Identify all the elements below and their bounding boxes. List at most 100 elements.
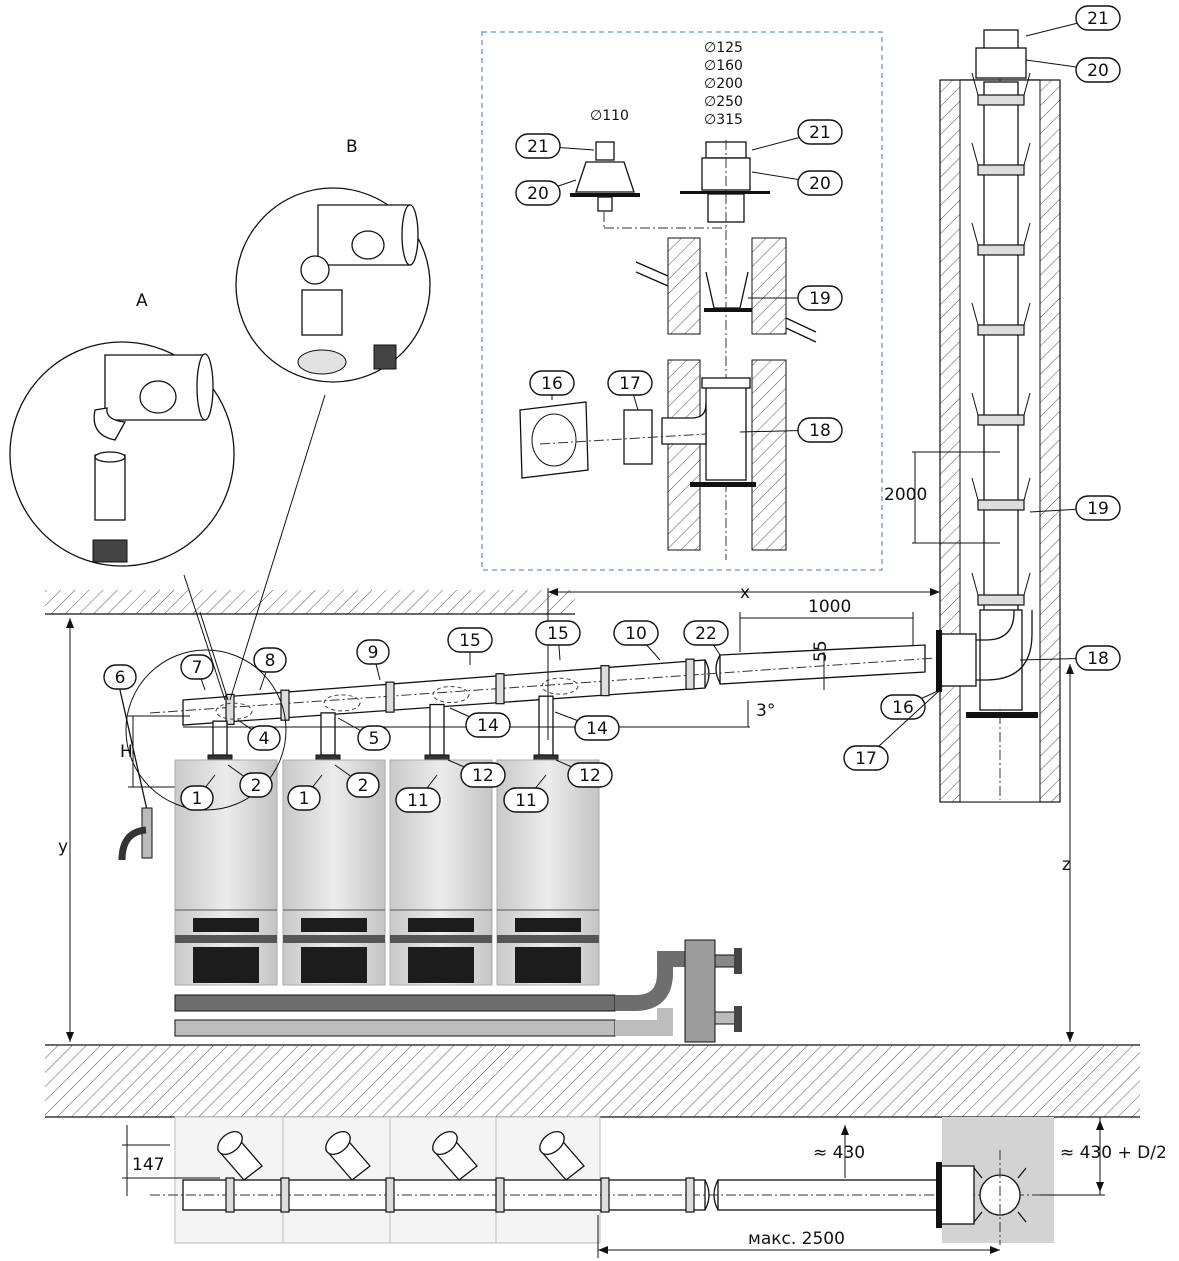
callout-8: 8 <box>253 647 287 691</box>
shaft-bracket <box>971 477 1031 501</box>
shaft-bracket <box>971 72 1031 96</box>
collector-joint <box>385 681 395 713</box>
callout-number: 20 <box>1087 61 1109 81</box>
diam-list-item: ∅160 <box>704 58 743 74</box>
dim-55: 55 <box>811 640 831 690</box>
boiler-stub <box>429 703 445 756</box>
callout-number: 15 <box>547 624 569 644</box>
plan-joint <box>600 1177 610 1213</box>
shaft-bracket <box>971 302 1031 326</box>
callout-6: 6 <box>103 664 137 690</box>
shaft-bracket <box>971 222 1031 246</box>
callout-number: 2 <box>251 776 262 796</box>
shaft-bracket <box>971 142 1031 166</box>
callout-number: 17 <box>619 374 641 394</box>
callout-21: 21 <box>751 119 843 151</box>
diam-list-item: ∅315 <box>704 112 743 128</box>
callout-number: 20 <box>809 174 831 194</box>
dim-y: y <box>58 618 74 1042</box>
plan-branch-end <box>432 1131 458 1155</box>
dim-angle-label: 3° <box>756 701 775 721</box>
callout-number: 2 <box>358 776 369 796</box>
callout-22: 22 <box>683 620 729 656</box>
callout-17: 17 <box>607 370 653 411</box>
callout-number: 7 <box>192 658 203 678</box>
plan-joint <box>385 1177 395 1213</box>
callout-number: 6 <box>115 668 126 688</box>
shaft-bracket <box>971 392 1031 416</box>
collector-joint <box>685 658 695 690</box>
callout-20: 20 <box>1025 57 1121 83</box>
callout-number: 11 <box>515 791 537 811</box>
shaft-pipe-joint <box>977 94 1025 106</box>
callout-number: 21 <box>527 137 549 157</box>
callout-2: 2 <box>334 764 380 798</box>
callout-number: 14 <box>477 716 499 736</box>
collector-joint <box>600 665 610 697</box>
callout-4: 4 <box>237 719 281 751</box>
dim-z: z <box>1062 664 1074 1042</box>
callout-21: 21 <box>1025 5 1121 37</box>
callout-number: 19 <box>1087 499 1109 519</box>
boiler-stub <box>538 695 554 756</box>
callout-20: 20 <box>751 170 843 196</box>
callout-12: 12 <box>555 759 613 788</box>
callout-number: 4 <box>259 729 270 749</box>
flap-valve-hint <box>323 694 361 712</box>
dim-1000: 1000 <box>739 597 914 652</box>
diam-list-item: ∅200 <box>704 76 743 92</box>
dim-h-label: H <box>120 742 133 762</box>
callout-number: 5 <box>369 729 380 749</box>
shaft-pipe-joint <box>977 594 1025 606</box>
shaft-pipe-joint <box>977 324 1025 336</box>
dim-max2500-label: макс. 2500 <box>748 1229 845 1249</box>
callout-number: 1 <box>192 789 203 809</box>
wall-passthrough <box>936 610 1033 692</box>
plan-view: 147 ≈ 430 ≈ 430 + D/2 макс. 2500 <box>122 1116 1167 1258</box>
plan-branch-end <box>539 1131 565 1155</box>
dim-x-label: x <box>740 583 750 603</box>
dim-430-label: ≈ 430 <box>813 1143 865 1163</box>
callout-number: 22 <box>695 624 717 644</box>
dim-y-label: y <box>58 837 68 857</box>
detail-b: B <box>229 137 431 701</box>
callout-1: 1 <box>287 774 323 811</box>
diam-list-item: ∅125 <box>704 40 743 56</box>
callout-10: 10 <box>613 620 661 661</box>
diam-110: ∅110 <box>590 108 629 124</box>
detail-a-label: A <box>136 291 148 311</box>
callout-number: 14 <box>586 719 608 739</box>
collector-joint <box>495 673 505 705</box>
shaft-bracket <box>971 572 1031 596</box>
callout-16: 16 <box>529 370 575 400</box>
callout-number: 11 <box>407 791 429 811</box>
callout-12: 12 <box>447 759 506 788</box>
callout-number: 18 <box>1087 649 1109 669</box>
flap-valve-hint <box>432 686 470 704</box>
callout-number: 19 <box>809 289 831 309</box>
dim-2000-label: 2000 <box>884 485 927 505</box>
callout-15: 15 <box>447 627 493 665</box>
boiler-stub <box>320 712 336 756</box>
callout-14: 14 <box>449 707 511 738</box>
condensate-siphon <box>118 689 153 861</box>
floor-slab <box>45 1044 1140 1118</box>
callout-18: 18 <box>739 417 843 443</box>
flap-valve-hint <box>541 677 579 695</box>
plan-joint <box>685 1177 695 1213</box>
callout-number: 15 <box>459 631 481 651</box>
dim-2000: 2000 <box>884 451 1000 544</box>
callout-17: 17 <box>843 689 941 771</box>
dim-x: x <box>547 583 940 740</box>
callout-number: 21 <box>1087 9 1109 29</box>
callout-number: 12 <box>472 766 494 786</box>
callout-5: 5 <box>337 717 391 751</box>
callout-20: 20 <box>515 179 577 206</box>
callout-2: 2 <box>227 764 273 798</box>
shaft-pipe-joint <box>977 244 1025 256</box>
detail-a-zone <box>125 649 287 811</box>
dim-z-label: z <box>1062 855 1071 875</box>
dim-430d-label: ≈ 430 + D/2 <box>1060 1143 1167 1163</box>
